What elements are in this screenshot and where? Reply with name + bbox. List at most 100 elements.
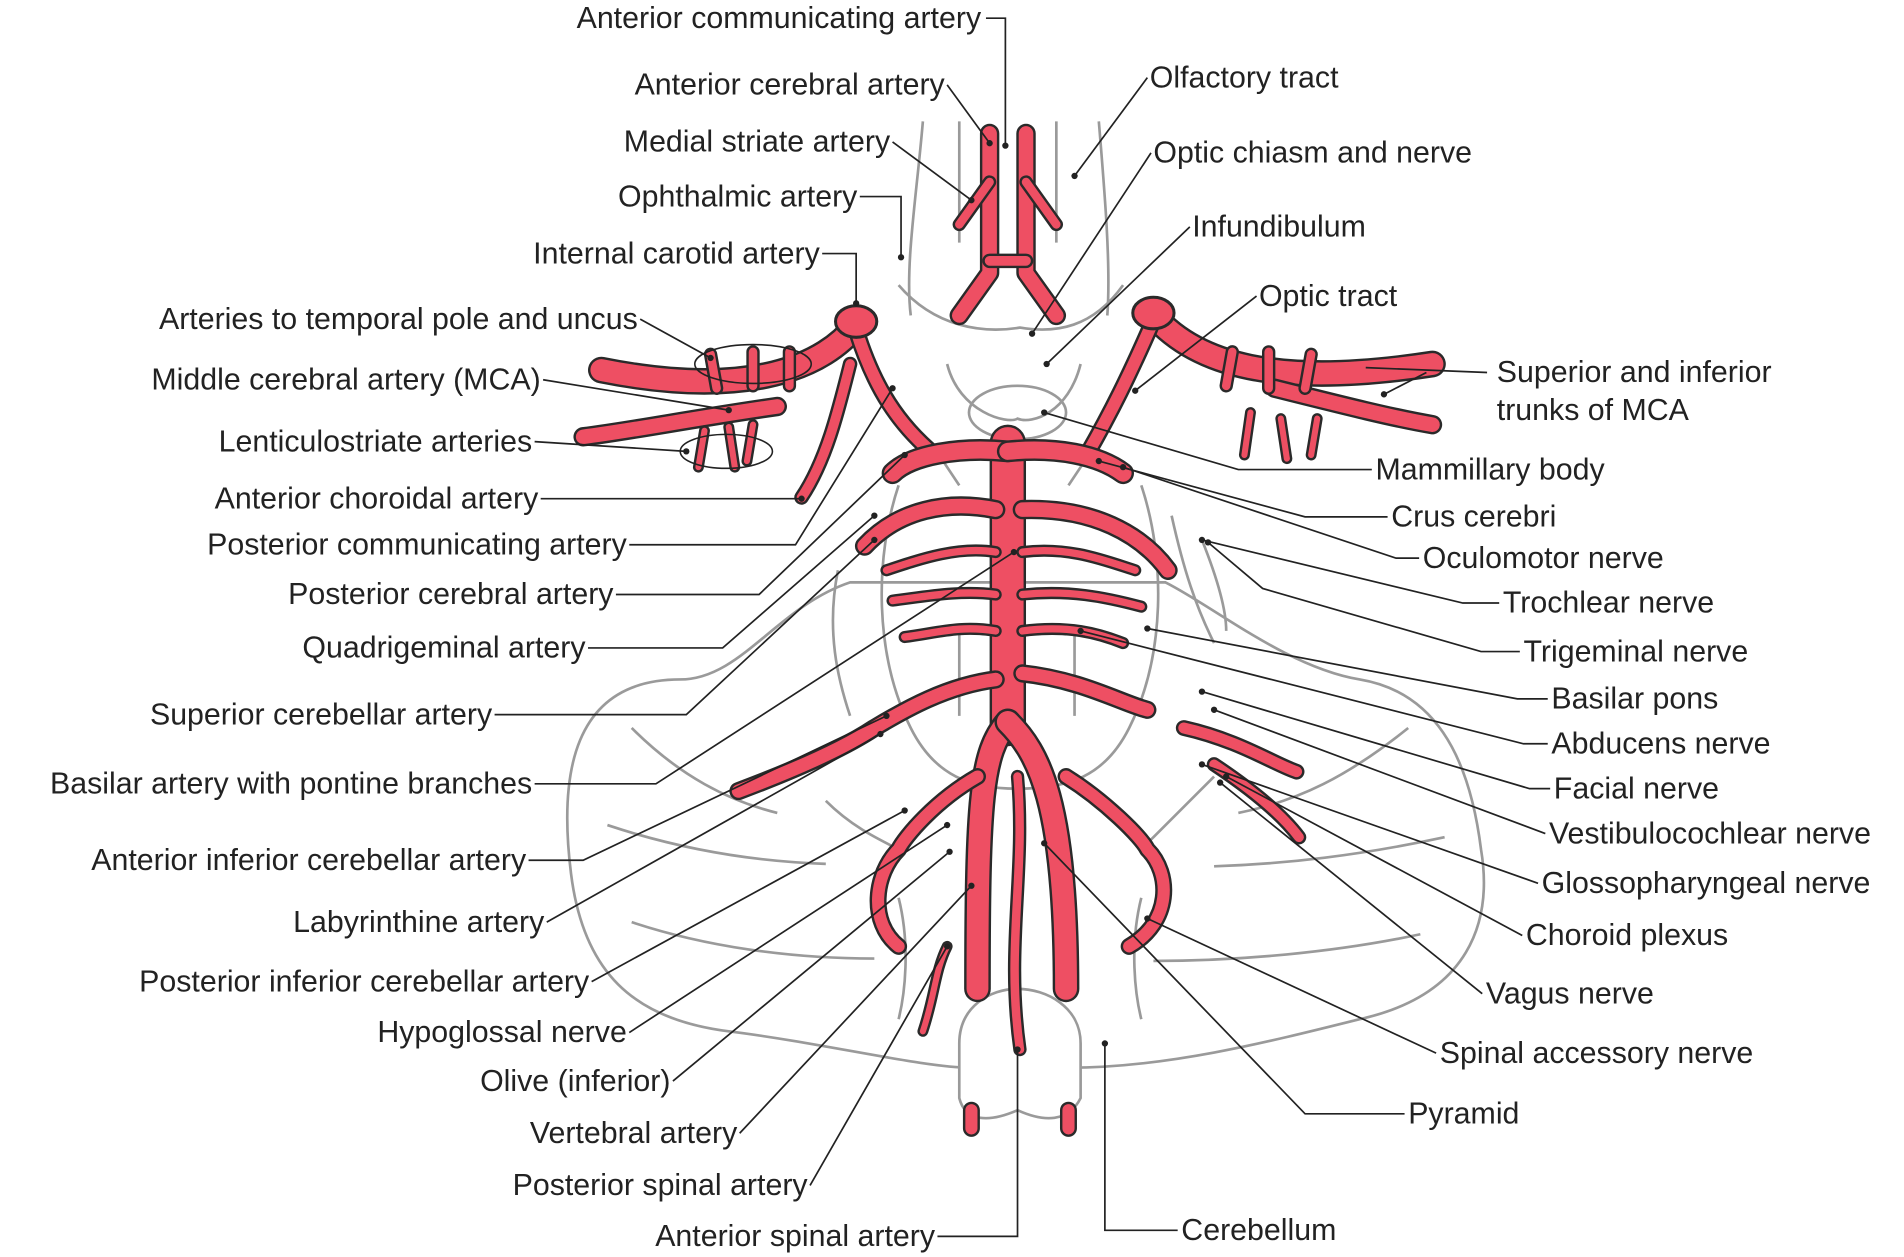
leader-dot: [943, 821, 951, 829]
leader-dot: [943, 943, 951, 950]
leader-dot: [968, 882, 975, 889]
label-hypoglossal-nerve: Hypoglossal nerve: [377, 1016, 627, 1049]
leader-posterior-communicating-artery: [629, 387, 894, 546]
leader-dot: [1223, 773, 1230, 780]
optic-chiasm: [897, 284, 1125, 422]
label-anterior-cerebral-artery: Anterior cerebral artery: [635, 69, 946, 102]
leader-trigeminal-nerve: [1207, 541, 1520, 653]
leader-anterior-spinal-artery: [937, 1049, 1019, 1238]
label-olive-inferior: Olive (inferior): [480, 1065, 670, 1098]
label-vestibulocochlear-nerve: Vestibulocochlear nerve: [1549, 817, 1871, 850]
right-lenticulostriate: [1238, 407, 1323, 465]
label-posterior-inferior-cerebellar-artery: Posterior inferior cerebellar artery: [139, 965, 590, 998]
label-trunks-of-mca: trunks of MCA: [1497, 394, 1690, 427]
left-mca-superior: [588, 311, 870, 395]
leader-oculomotor-nerve: [1122, 466, 1420, 559]
cerebellum-outline: [565, 581, 1486, 1070]
right-mca-superior: [1140, 302, 1446, 387]
cranial-nerves: [824, 448, 1228, 1020]
leader-posterior-spinal-artery: [809, 945, 948, 1186]
leader-glossopharyngeal-nerve: [1201, 763, 1539, 885]
right-internal-carotid-stump: [1131, 295, 1176, 331]
label-glossopharyngeal-nerve: Glossopharyngeal nerve: [1542, 867, 1871, 900]
leader-dot: [946, 848, 953, 855]
leader-basilar-artery-with-pontine-branches: [534, 551, 1015, 785]
label-trochlear-nerve: Trochlear nerve: [1503, 587, 1714, 620]
leader-dot: [901, 451, 908, 459]
leader-vagus-nerve: [1219, 781, 1483, 995]
right-posterior-communicating: [1078, 311, 1162, 464]
left-posterior-communicating: [847, 321, 944, 464]
right-temporal-branches: [1219, 345, 1318, 395]
leader-dot: [1119, 463, 1127, 471]
leader-anterior-communicating-artery: [985, 17, 1007, 146]
right-pica-loop: [1057, 768, 1173, 955]
leader-dot: [1210, 706, 1218, 713]
leader-dot: [1198, 761, 1206, 768]
left-superior-cerebellar: [854, 496, 1006, 556]
leader-dot: [1144, 625, 1151, 632]
label-oculomotor-nerve: Oculomotor nerve: [1423, 542, 1664, 575]
right-superior-cerebellar: [1012, 499, 1178, 580]
label-quadrigeminal-artery: Quadrigeminal artery: [302, 632, 586, 665]
leader-internal-carotid-artery: [822, 252, 857, 304]
leader-dot: [1132, 387, 1139, 394]
leader-ophthalmic-artery: [859, 195, 902, 258]
label-anterior-inferior-cerebellar-artery: Anterior inferior cerebellar artery: [91, 844, 527, 877]
right-medial-striate: [1019, 175, 1064, 232]
leader-optic-chiasm-and-nerve: [1031, 152, 1152, 335]
anterior-spinal-lower: [962, 1101, 1077, 1137]
leader-quadrigeminal-artery: [588, 515, 875, 649]
label-cerebellum: Cerebellum: [1181, 1214, 1336, 1247]
leader-olive-inferior: [672, 851, 951, 1082]
label-superior-cerebellar-artery: Superior cerebellar artery: [150, 698, 493, 731]
leader-spinal-accessory-nerve: [1146, 917, 1437, 1054]
leader-dot: [798, 495, 805, 502]
label-posterior-cerebral-artery: Posterior cerebral artery: [288, 578, 614, 611]
left-internal-carotid-stump: [834, 304, 879, 339]
leader-facial-nerve: [1201, 690, 1551, 790]
leader-crus-cerebri: [1098, 460, 1388, 518]
leader-dot: [852, 300, 860, 307]
leader-dot: [986, 140, 993, 147]
leader-dot: [968, 197, 975, 204]
label-labyrinthine-artery: Labyrinthine artery: [293, 906, 545, 939]
label-trigeminal-nerve: Trigeminal nerve: [1523, 635, 1748, 668]
leader-dot: [1077, 627, 1084, 635]
leader-dot: [1071, 172, 1078, 180]
leader-dot: [871, 512, 878, 519]
left-anterior-inferior-cerebellar: [729, 670, 1005, 801]
leader-infundibulum: [1046, 226, 1191, 365]
leader-choroid-plexus: [1225, 775, 1523, 937]
label-posterior-communicating-artery: Posterior communicating artery: [207, 528, 628, 561]
leader-anterior-cerebral-artery: [946, 84, 991, 144]
anterior-spinal-artery: [1007, 769, 1027, 1057]
leader-dot: [1010, 548, 1018, 556]
label-vagus-nerve: Vagus nerve: [1486, 977, 1654, 1010]
leader-dot: [1216, 779, 1224, 786]
leader-anterior-inferior-cerebellar-artery: [528, 715, 887, 862]
leader-dot: [1144, 915, 1151, 922]
leader-dot: [1043, 360, 1050, 368]
leader-dot: [889, 385, 896, 392]
label-pyramid: Pyramid: [1408, 1098, 1519, 1131]
leader-basilar-pons: [1147, 627, 1548, 700]
label-vertebral-artery: Vertebral artery: [530, 1117, 738, 1150]
leader-lines: [494, 17, 1551, 1238]
label-basilar-artery-with-pontine-branches: Basilar artery with pontine branches: [50, 768, 532, 801]
left-posterior-spinal: [917, 940, 953, 1037]
leader-dot: [1204, 539, 1212, 546]
leader-cerebellum: [1104, 1043, 1178, 1232]
left-medial-striate: [952, 175, 997, 232]
leader-dot: [725, 406, 732, 414]
label-middle-cerebral-artery-mca: Middle cerebral artery (MCA): [151, 363, 540, 396]
right-posterior-cerebral: [996, 439, 1134, 485]
leader-abducens-nerve: [1080, 630, 1548, 745]
leader-posterior-cerebral-artery: [615, 454, 906, 596]
label-optic-chiasm-and-nerve: Optic chiasm and nerve: [1153, 137, 1472, 170]
leader-dot: [707, 354, 714, 362]
label-mammillary-body: Mammillary body: [1375, 453, 1605, 486]
leader-posterior-inferior-cerebellar-artery: [591, 809, 906, 983]
label-basilar-pons: Basilar pons: [1551, 683, 1718, 716]
